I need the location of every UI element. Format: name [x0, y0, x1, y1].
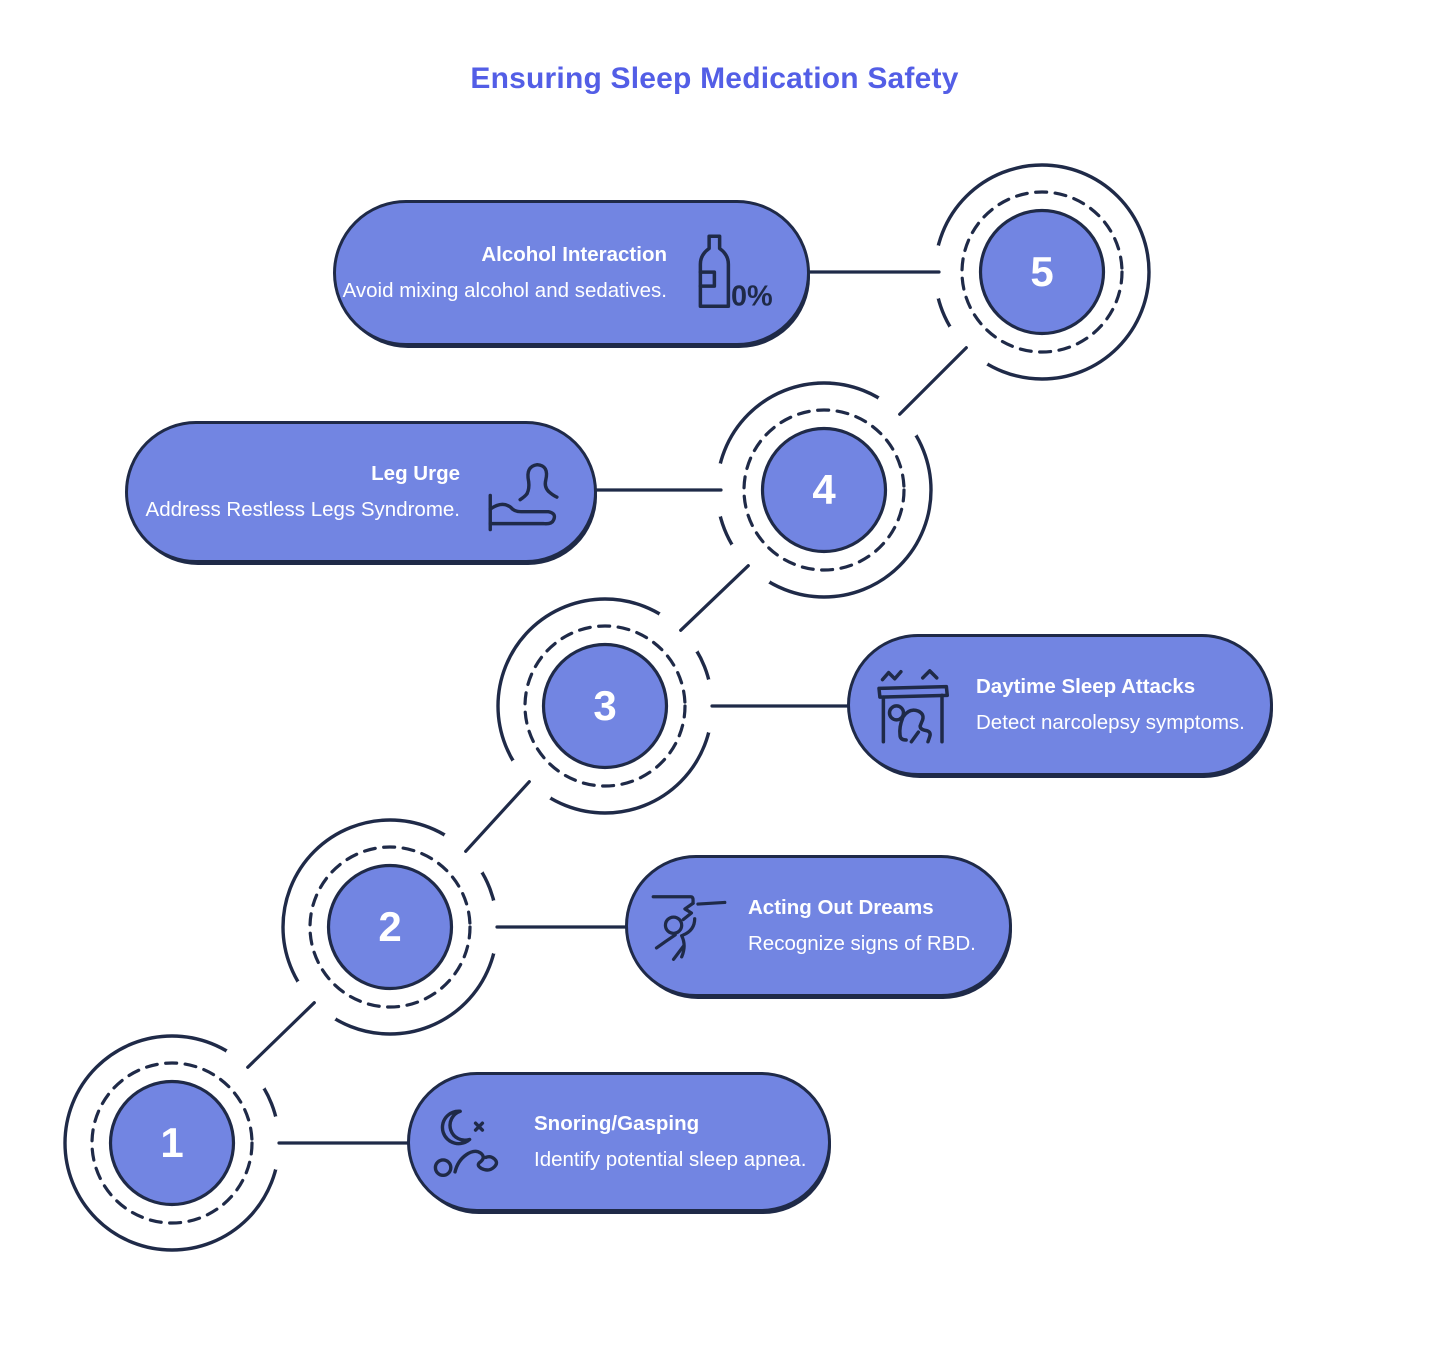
step-card-description: Recognize signs of RBD. [748, 931, 976, 955]
step-card-title: Snoring/Gasping [534, 1111, 700, 1135]
step-card-description: Detect narcolepsy symptoms. [976, 710, 1245, 734]
page-title: Ensuring Sleep Medication Safety [470, 62, 959, 95]
zero-percent-label: 0% [731, 280, 773, 312]
step-number-3: 3 [593, 682, 617, 729]
step-card-5: 0% Alcohol Interaction Avoid mixing alco… [333, 200, 810, 346]
step-circle-5 [930, 163, 1151, 381]
step-card-description: Identify potential sleep apnea. [534, 1147, 807, 1171]
step-card-title: Daytime Sleep Attacks [976, 674, 1196, 698]
step-number-4: 4 [812, 466, 836, 513]
step-card-2: Acting Out Dreams Recognize signs of RBD… [625, 855, 1012, 997]
step-card-title: Acting Out Dreams [748, 895, 934, 919]
step-card-title: Leg Urge [371, 461, 460, 485]
step-card-description: Address Restless Legs Syndrome. [145, 497, 460, 521]
step-card-4: Leg Urge Address Restless Legs Syndrome. [125, 421, 597, 563]
step-links [246, 346, 968, 1069]
step-number-1: 1 [160, 1119, 184, 1166]
alcohol-bottle-zero-percent-icon: 0% [687, 231, 775, 315]
step-number-2: 2 [378, 903, 402, 950]
moon-and-sleeping-person-icon [432, 1101, 514, 1183]
step-number-5: 5 [1030, 248, 1054, 295]
flailing-person-icon [650, 887, 728, 965]
card-connectors [277, 270, 941, 1145]
step-circle-4 [712, 381, 933, 599]
step-card-description: Avoid mixing alcohol and sedatives. [342, 278, 667, 302]
step-circle-3 [496, 597, 717, 815]
step-card-1: Snoring/Gasping Identify potential sleep… [407, 1072, 831, 1212]
person-under-table-icon [872, 663, 956, 747]
step-card-title: Alcohol Interaction [481, 242, 667, 266]
step-card-3: Daytime Sleep Attacks Detect narcolepsy … [847, 634, 1273, 776]
person-and-bed-icon [480, 451, 562, 533]
